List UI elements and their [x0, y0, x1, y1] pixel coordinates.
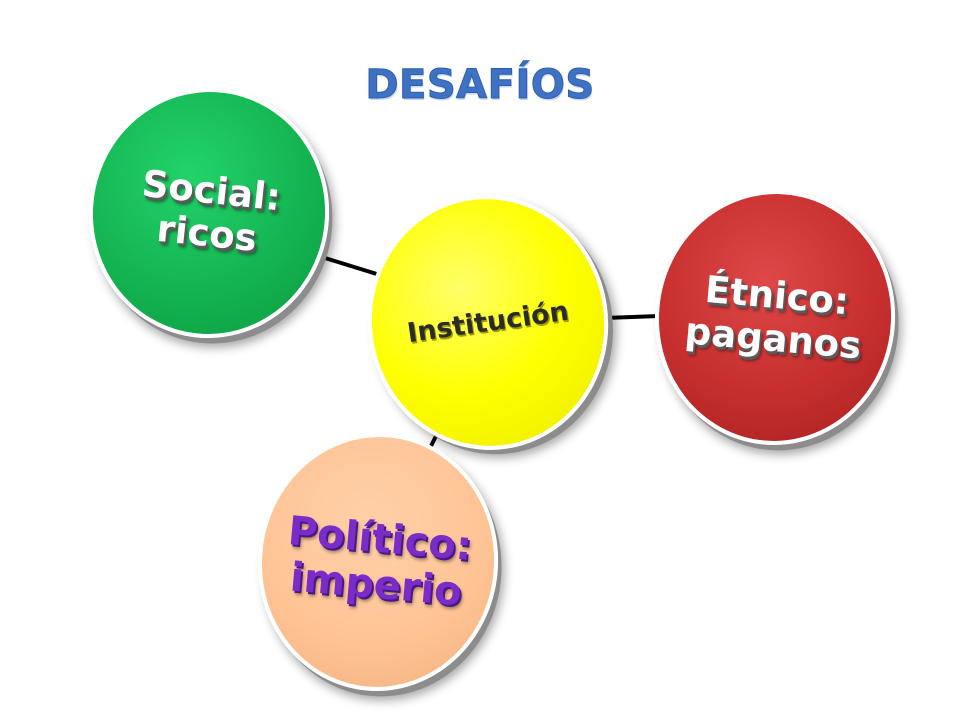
node-etnico-label: Étnico: paganos — [683, 267, 864, 368]
node-politico-label: Político: imperio — [286, 508, 474, 616]
connector-etnico — [603, 314, 661, 320]
diagram-title: DESAFÍOS — [365, 62, 595, 109]
node-institucion-label: Institución — [405, 295, 571, 350]
connector-social — [324, 256, 381, 277]
node-social-label: Social: ricos — [139, 162, 283, 261]
